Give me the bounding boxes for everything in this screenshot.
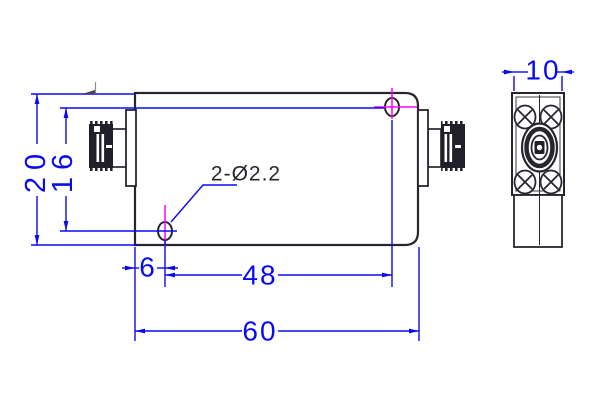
dim-60-text: 60	[242, 316, 277, 347]
dim-20-text: 20	[20, 147, 52, 193]
dim-16-text: 16	[47, 147, 79, 193]
center-marks	[164, 88, 417, 246]
dimensions: 20 16 6 48	[20, 55, 574, 347]
right-connector-barrel	[427, 128, 442, 168]
end-view	[511, 92, 565, 248]
connector-center-pin-hole	[536, 144, 543, 151]
hole-callout: 2-Ø2.2	[170, 163, 281, 223]
end-view-lower-body	[513, 194, 563, 248]
screw-bottom-left	[513, 169, 537, 195]
dim-20: 20	[20, 94, 52, 245]
screw-bottom-right	[539, 169, 563, 195]
dim-10: 10	[502, 55, 574, 86]
screw-top-left	[513, 104, 537, 130]
hole-callout-leader-line	[170, 184, 237, 223]
end-view-connector-face	[520, 122, 559, 173]
right-connector-nut	[441, 121, 465, 171]
extension-line-break-mark	[83, 82, 97, 94]
dim-48: 48	[165, 260, 392, 291]
dim-16: 16	[47, 108, 79, 231]
dim-10-text: 10	[525, 55, 560, 86]
left-connector	[89, 109, 137, 187]
left-connector-nut	[89, 121, 113, 171]
dim-48-text: 48	[242, 260, 277, 291]
right-connector-flange-plate	[417, 109, 429, 187]
hole-callout-text: 2-Ø2.2	[211, 163, 281, 186]
left-connector-flange-plate	[125, 109, 137, 187]
right-connector	[417, 109, 465, 187]
component-body	[133, 91, 420, 247]
dim-6: 6	[122, 252, 178, 283]
end-view-flange-inner-line	[515, 96, 561, 192]
dim-6-text: 6	[139, 252, 157, 283]
flange-screws	[513, 104, 563, 195]
dim-60: 60	[135, 316, 419, 347]
